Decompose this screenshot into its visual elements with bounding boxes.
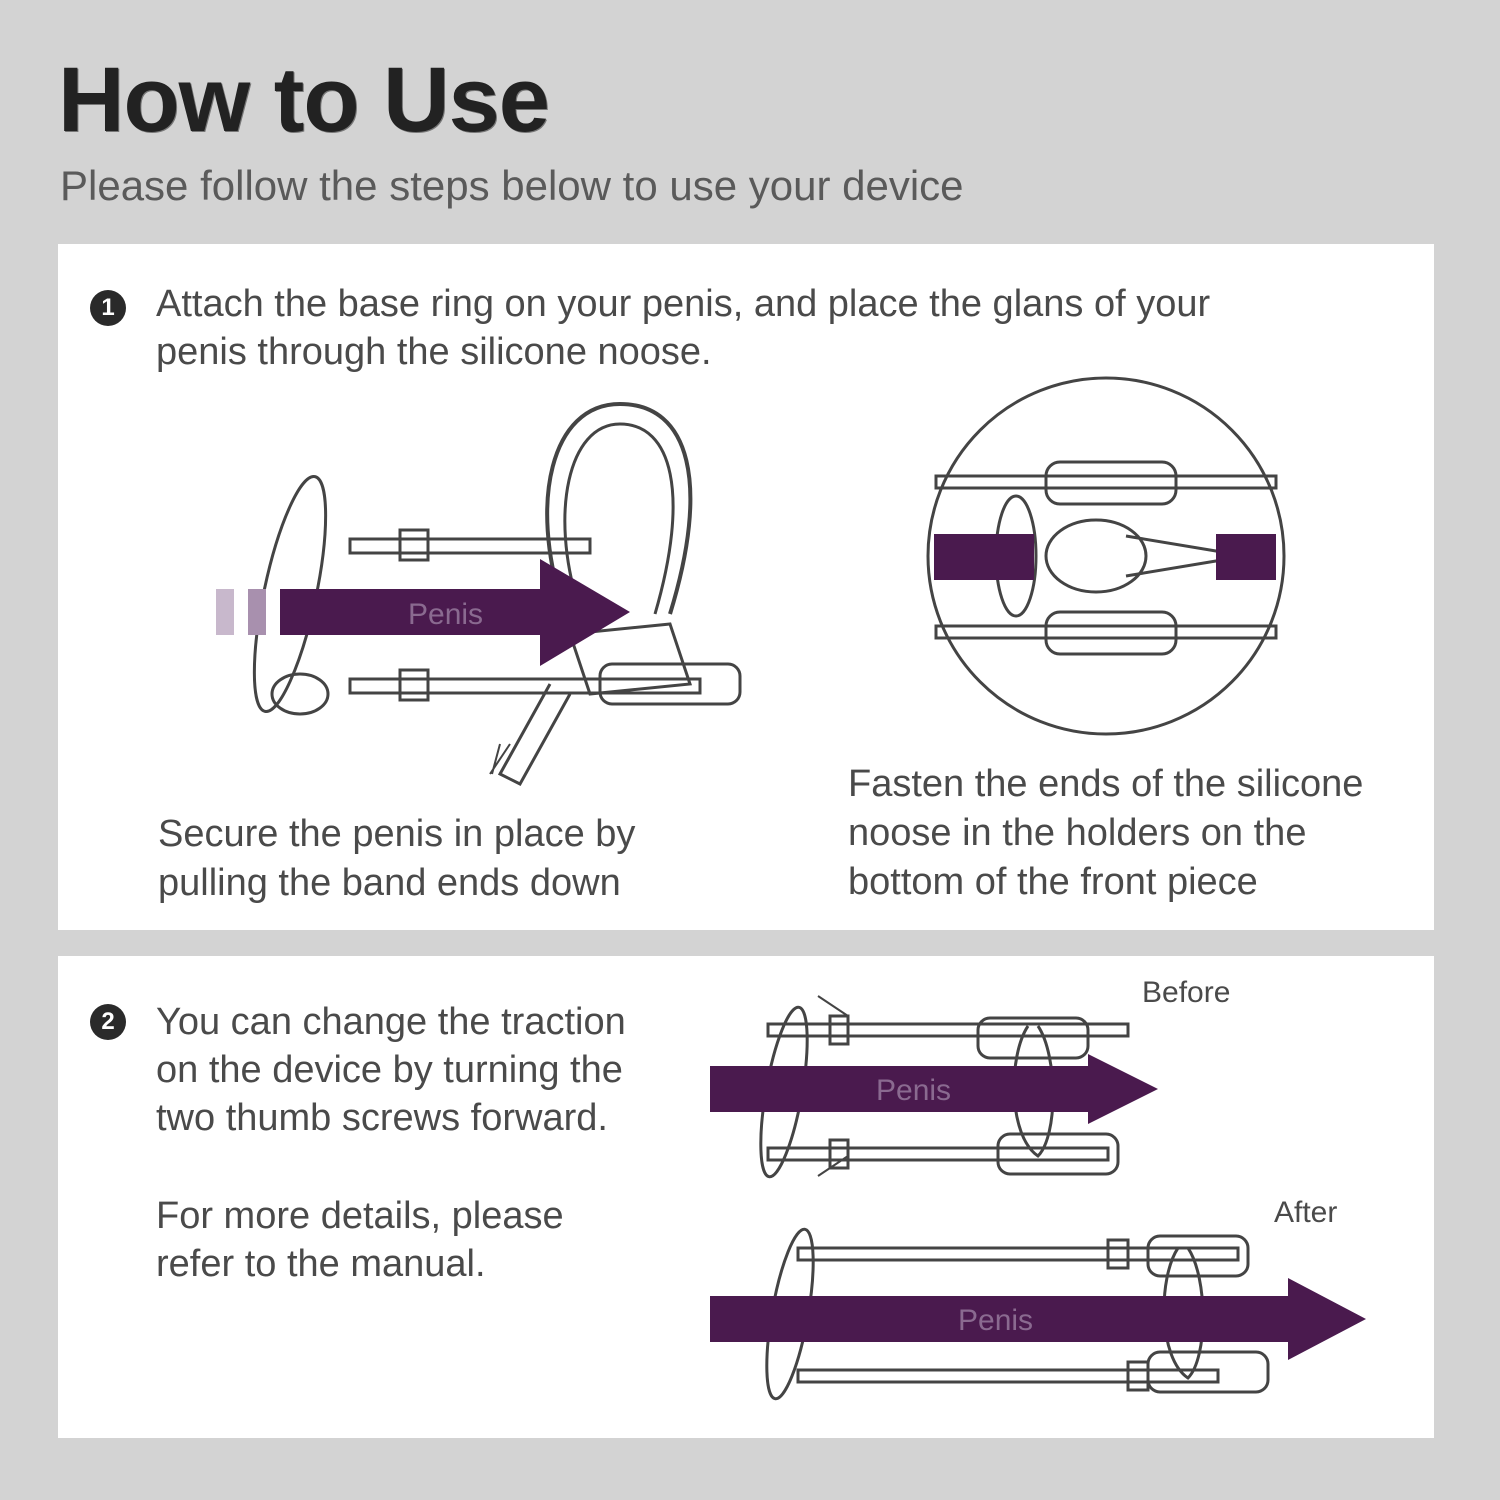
- page-subtitle: Please follow the steps below to use you…: [60, 162, 964, 209]
- step-1-instruction-line-1: Attach the base ring on your penis, and …: [156, 283, 1211, 325]
- step-2-instruction-line-3: two thumb screws forward.: [156, 1097, 608, 1139]
- step-2-panel: 2 You can change the traction on the dev…: [58, 956, 1434, 1438]
- after-label: After: [1274, 1196, 1338, 1229]
- after-traction-illustration: Penis: [710, 1227, 1366, 1401]
- device-side-illustration: Penis: [216, 401, 742, 786]
- step-1-caption-left-line-1: Secure the penis in place by: [158, 813, 636, 855]
- step-2-instruction-line-2: on the device by turning the: [156, 1049, 623, 1091]
- step-1-number-badge: 1: [90, 290, 126, 326]
- step-1-caption-right-line-2: noose in the holders on the: [848, 812, 1307, 854]
- step-1-arrow-label: Penis: [408, 598, 483, 631]
- step-1-caption-right-line-3: bottom of the front piece: [848, 861, 1258, 903]
- after-arrow-label: Penis: [958, 1304, 1033, 1337]
- before-label: Before: [1142, 976, 1231, 1009]
- step-2-more-details-line-2: refer to the manual.: [156, 1243, 486, 1285]
- noose-holder-detail-illustration: [926, 376, 1286, 736]
- step-2-more-details-line-1: For more details, please: [156, 1195, 564, 1237]
- step-2-number-badge: 2: [90, 1004, 126, 1040]
- step-1-instruction-line-2: penis through the silicone noose.: [156, 331, 712, 373]
- step-1-panel: 1 Attach the base ring on your penis, an…: [58, 244, 1434, 930]
- before-arrow-label: Penis: [876, 1074, 951, 1107]
- step-1-caption-left-line-2: pulling the band ends down: [158, 862, 621, 904]
- page-title: How to Use: [58, 49, 550, 151]
- step-1-caption-right-line-1: Fasten the ends of the silicone: [848, 763, 1364, 805]
- step-2-instruction-line-1: You can change the traction: [156, 1001, 626, 1043]
- before-traction-illustration: Penis: [710, 995, 1158, 1179]
